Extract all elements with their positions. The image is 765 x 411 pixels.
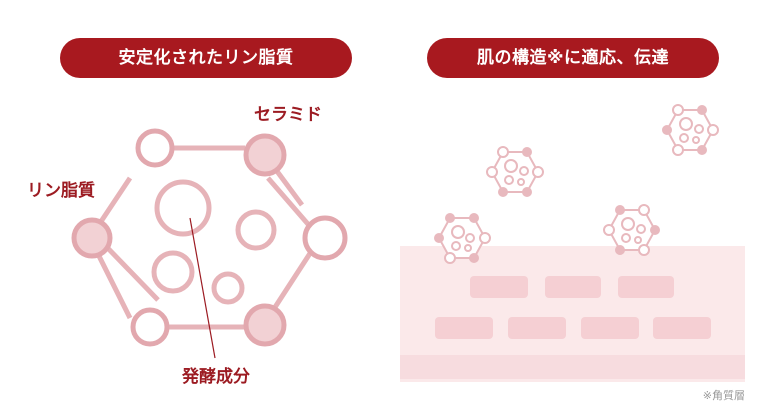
- hexagon-nodes: [71, 128, 348, 347]
- title-stabilized-phospholipid: 安定化されたリン脂質: [60, 38, 352, 78]
- molecule-4: [662, 104, 719, 156]
- molecule-2: [486, 146, 544, 197]
- title-skin-structure: 肌の構造※に適応、伝達: [427, 38, 719, 78]
- label-phospholipid: リン脂質: [27, 181, 95, 201]
- node-top-left: [135, 128, 175, 168]
- node-bottom-right: [243, 303, 287, 347]
- node-right: [302, 215, 348, 261]
- label-ceramide: セラミド: [254, 105, 322, 125]
- node-ceramide: [243, 133, 287, 177]
- footnote-stratum-corneum: ※角質層: [702, 389, 745, 402]
- molecule-1: [434, 213, 491, 264]
- node-phospholipid: [71, 217, 113, 259]
- skin-layer: [400, 246, 745, 382]
- fermented-pointer: [189, 217, 216, 359]
- node-bottom-left: [130, 307, 170, 347]
- fermented-particles: [151, 179, 277, 305]
- label-fermented: 発酵成分: [182, 367, 250, 387]
- molecule-3: [603, 204, 660, 256]
